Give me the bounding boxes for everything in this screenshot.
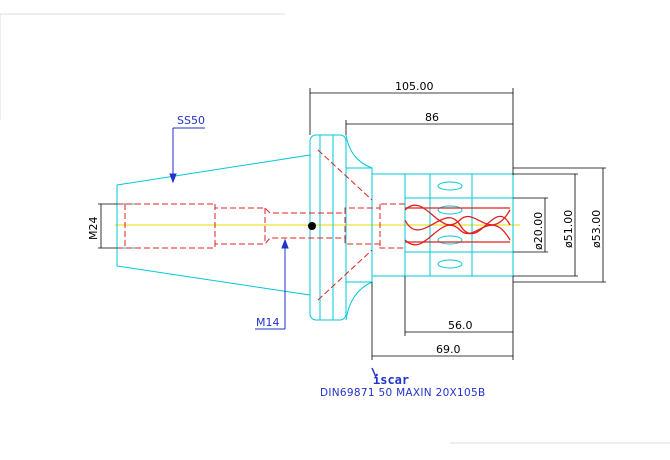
logo-text: iscar: [373, 373, 409, 387]
dim-flange-to-end: [345, 120, 513, 135]
dim-nose-length: [371, 282, 513, 360]
iscar-logo: iscar: [371, 367, 409, 387]
dim-nose-length-text: 69.0: [436, 343, 461, 356]
tool-designation: DIN69871 50 MAXIN 20X105B: [320, 387, 486, 399]
dim-thread: [98, 203, 117, 249]
dim-overall-length: [309, 88, 514, 175]
collet-hatch: [404, 204, 511, 246]
dim-overall-length-text: 105.00: [395, 80, 434, 93]
dim-body-diameter-text: ø51.00: [562, 210, 575, 248]
flange: [309, 134, 373, 321]
dim-clamp-length: [404, 276, 514, 360]
dim-diameters: [513, 167, 606, 283]
internal-bore-hidden-lines: [117, 149, 405, 301]
taper-label: SS50: [177, 114, 205, 127]
taper-leader: [169, 127, 205, 184]
dim-thread-text: M24: [87, 217, 100, 241]
dim-clamp-length-text: 56.0: [448, 319, 473, 332]
drawbar-leader: [255, 238, 289, 330]
dim-bore-diameter-text: ø20.00: [532, 212, 545, 250]
drawbar-label: M14: [256, 316, 280, 329]
dim-flange-to-end-text: 86: [425, 111, 439, 124]
dim-flange-diameter-text: ø53.00: [590, 210, 603, 248]
center-mark: [308, 222, 316, 230]
